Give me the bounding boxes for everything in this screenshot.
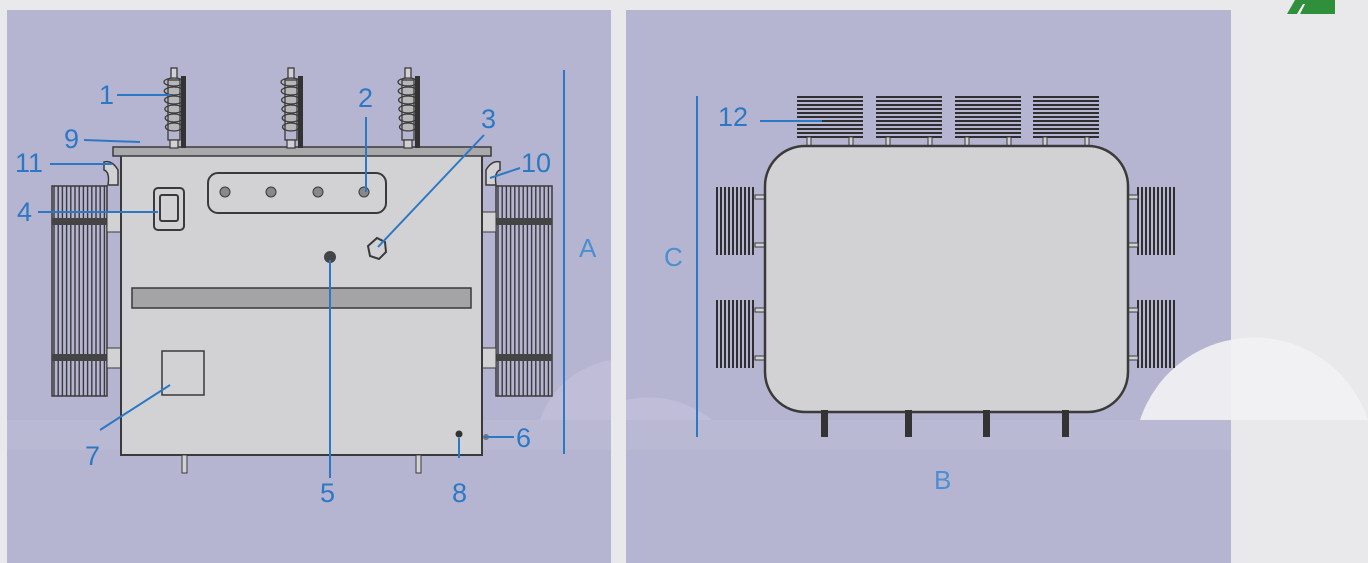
callout-3: 3: [481, 104, 497, 134]
radiator-collar: [496, 354, 552, 361]
callout-2: 2: [358, 83, 374, 113]
hv-bushing: [280, 67, 303, 149]
radiator-block: [876, 96, 942, 148]
rating-band: [131, 287, 472, 309]
radiator-collar: [52, 354, 107, 361]
radiator-block: [1033, 96, 1099, 148]
radiator-collar: [52, 218, 107, 225]
radiator-block: [1127, 300, 1175, 368]
lifting-lug: [103, 160, 119, 186]
callout-6: 6: [516, 423, 532, 453]
dimension-lines: [696, 96, 822, 437]
hv-bushing: [397, 67, 420, 149]
dimension-b: B: [934, 465, 952, 495]
callout-11: 11: [15, 148, 44, 178]
top-view-radiators: [716, 96, 1175, 368]
radiator-block: [955, 96, 1021, 148]
rating-plate: [161, 350, 205, 396]
callout-12: 12: [718, 102, 749, 132]
callout-5: 5: [320, 478, 336, 508]
callout-7: 7: [85, 441, 101, 471]
callout-leaders: [38, 70, 565, 478]
radiator-block: [716, 187, 766, 255]
drain-valve: [455, 430, 463, 438]
callout-10: 10: [521, 148, 552, 178]
radiator-block: [716, 300, 766, 368]
radiator-block: [797, 96, 863, 148]
lifting-lug: [485, 160, 501, 186]
callout-8: 8: [452, 478, 468, 508]
callout-9: 9: [64, 124, 80, 154]
oil-level-gauge: [153, 187, 185, 231]
dimension-c: C: [664, 242, 683, 272]
callout-1: 1: [99, 80, 115, 110]
hv-bushing: [163, 67, 186, 149]
valve: [324, 251, 336, 263]
radiator-block: [1127, 187, 1175, 255]
radiator-collar: [496, 218, 552, 225]
green-leaf-logo-icon: [1287, 0, 1335, 14]
dimension-a: A: [579, 233, 597, 263]
lv-terminal-box: [207, 172, 387, 214]
tank-top-outline: [763, 144, 1130, 414]
callout-4: 4: [17, 197, 33, 227]
tank-supports: [821, 410, 1069, 437]
